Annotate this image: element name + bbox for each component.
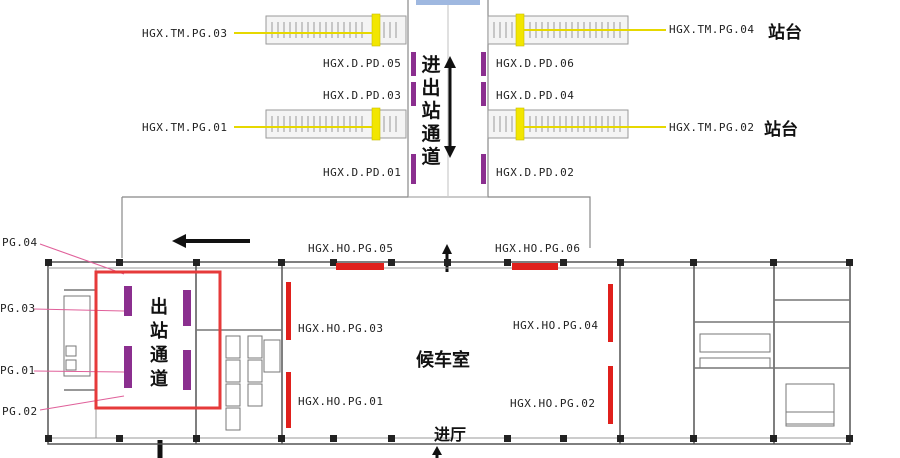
gate-d-pd-04 xyxy=(481,82,486,106)
purple-gates-exit xyxy=(124,286,191,390)
entry-hall-label: 进厅 xyxy=(434,425,467,444)
gate-exit-04 xyxy=(183,290,191,326)
label-d-pd-04: HGX.D.PD.04 xyxy=(496,89,575,102)
gate-exit-01 xyxy=(124,346,132,388)
restroom-stalls xyxy=(63,295,835,431)
building-walls xyxy=(47,261,851,445)
platform-band-02 xyxy=(487,109,629,139)
waiting-room-label: 候车室 xyxy=(416,350,470,371)
platform-band-01 xyxy=(265,109,407,139)
door-ho-pg-04 xyxy=(608,284,613,342)
gate-exit-02 xyxy=(183,350,191,390)
label-tm-pg-01: HGX.TM.PG.01 xyxy=(142,121,228,134)
gate-d-pd-06 xyxy=(481,52,486,76)
door-ho-pg-05 xyxy=(336,263,384,270)
concourse-outline xyxy=(121,0,591,258)
yellow-gates xyxy=(371,13,525,141)
red-doors xyxy=(286,263,613,428)
double-arrow xyxy=(444,56,456,158)
gate-exit-03 xyxy=(124,286,132,316)
label-ho-pg-03: HGX.HO.PG.03 xyxy=(298,322,384,335)
label-d-pd-06: HGX.D.PD.06 xyxy=(496,57,575,70)
label-d-pd-05: HGX.D.PD.05 xyxy=(323,57,402,70)
label-ho-pg-02: HGX.HO.PG.02 xyxy=(510,397,596,410)
exit-passage-label: 出站通道 xyxy=(150,297,168,390)
yellow-leaders xyxy=(234,29,666,128)
platform-bands xyxy=(265,15,629,139)
label-cut-pg-01: PG.01 xyxy=(0,364,36,377)
platform-label-top: 站台 xyxy=(768,23,802,43)
door-ho-pg-01 xyxy=(286,372,291,428)
purple-gates-upper xyxy=(411,52,486,184)
label-tm-pg-02: HGX.TM.PG.02 xyxy=(669,121,755,134)
door-ho-pg-06 xyxy=(512,263,558,270)
label-tm-pg-04: HGX.TM.PG.04 xyxy=(669,23,755,36)
exit-direction-arrow xyxy=(172,234,250,248)
gate-tm-pg-01 xyxy=(371,107,381,141)
gate-d-pd-01 xyxy=(411,154,416,184)
label-ho-pg-05: HGX.HO.PG.05 xyxy=(308,242,394,255)
canopy-top xyxy=(416,0,480,5)
label-d-pd-02: HGX.D.PD.02 xyxy=(496,166,575,179)
label-cut-pg-04: PG.04 xyxy=(2,236,38,249)
gate-tm-pg-04 xyxy=(515,13,525,47)
column-posts xyxy=(45,259,853,442)
gate-d-pd-02 xyxy=(481,154,486,184)
gate-tm-pg-02 xyxy=(515,107,525,141)
label-d-pd-03: HGX.D.PD.03 xyxy=(323,89,402,102)
platform-label-mid: 站台 xyxy=(764,120,798,140)
label-d-pd-01: HGX.D.PD.01 xyxy=(323,166,402,179)
platform-band-03 xyxy=(265,15,407,45)
label-cut-pg-03: PG.03 xyxy=(0,302,36,315)
gate-tm-pg-03 xyxy=(371,13,381,47)
label-ho-pg-04: HGX.HO.PG.04 xyxy=(513,319,599,332)
exit-passage-highlight xyxy=(94,270,222,410)
pink-leaders xyxy=(33,243,125,411)
entry-arrow-bottom xyxy=(432,446,442,458)
label-ho-pg-01: HGX.HO.PG.01 xyxy=(298,395,384,408)
entry-passage-label: 进出站通道 xyxy=(421,54,441,168)
gate-d-pd-03 xyxy=(411,82,416,106)
door-ho-pg-03 xyxy=(286,282,291,340)
gate-d-pd-05 xyxy=(411,52,416,76)
label-ho-pg-06: HGX.HO.PG.06 xyxy=(495,242,581,255)
label-tm-pg-03: HGX.TM.PG.03 xyxy=(142,27,228,40)
door-ho-pg-02 xyxy=(608,366,613,424)
label-cut-pg-02: PG.02 xyxy=(2,405,38,418)
